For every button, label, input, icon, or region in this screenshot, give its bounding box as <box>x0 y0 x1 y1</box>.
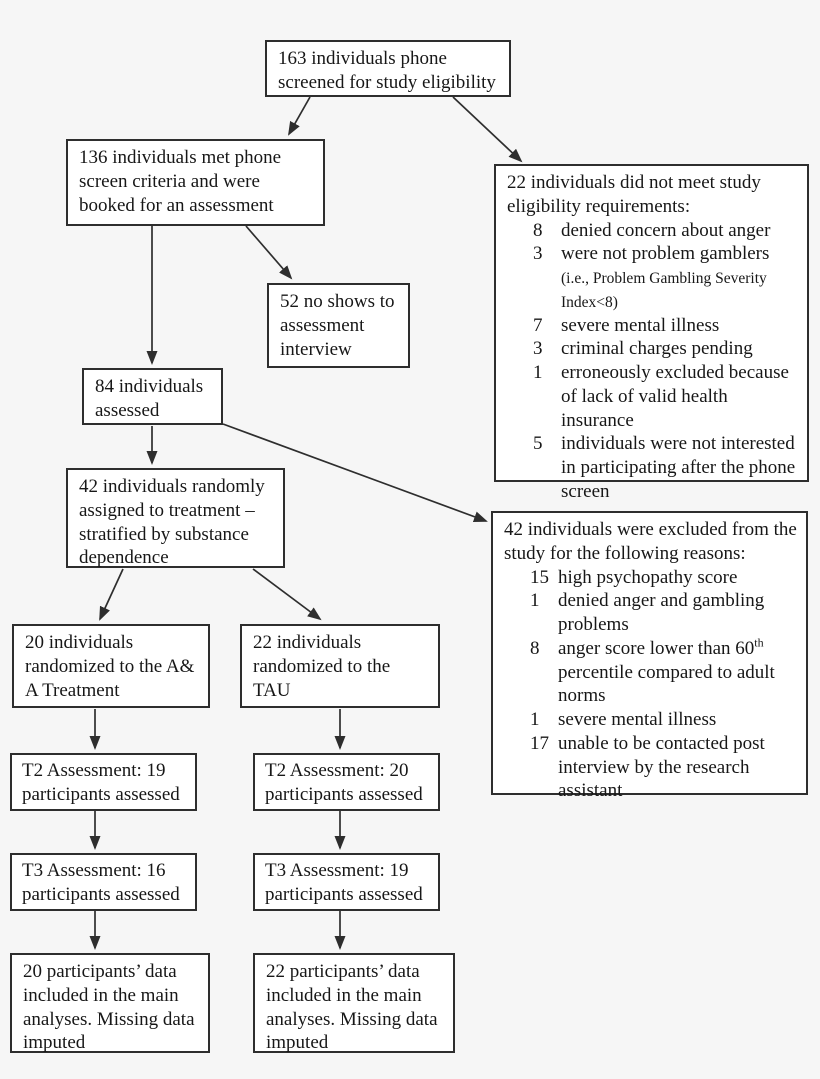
exclusion-list-item: 1 denied anger and gambling problems <box>530 589 798 637</box>
item-text: erroneously excluded because of lack of … <box>561 362 789 431</box>
box-text: 22 participants’ data included in the ma… <box>266 961 438 1054</box>
exclusion-list-item: 1 severe mental illness <box>530 708 798 732</box>
exclusion-list-item: 15 high psychopathy score <box>530 566 798 590</box>
box-text: 52 no shows to assessment interview <box>280 291 395 360</box>
arrow-randomized-to-aa <box>99 568 124 621</box>
box-text: 20 participants’ data included in the ma… <box>23 961 195 1054</box>
flow-box-t3-tau: T3 Assessment: 19 participants assessed <box>253 853 440 911</box>
flow-box-assessed: 84 individuals assessed <box>82 368 223 425</box>
exclusion-list-item: 5 individuals were not interested in par… <box>533 432 799 503</box>
box-text: 20 individuals randomized to the A& A Tr… <box>25 632 195 701</box>
box-text: 22 individuals randomized to the TAU <box>253 632 391 701</box>
ordinal-superscript: th <box>754 635 764 650</box>
exclusion-list-item: 17 unable to be contacted post interview… <box>530 732 798 803</box>
arrow-screened-to-noteligible <box>452 96 523 163</box>
arrow-met-to-noshows <box>245 225 293 280</box>
flow-box-t3-aa: T3 Assessment: 16 participants assessed <box>10 853 197 911</box>
item-count: 1 <box>530 709 540 730</box>
flow-box-randomized: 42 individuals randomly assigned to trea… <box>66 468 285 568</box>
item-text: denied concern about anger <box>561 219 771 241</box>
item-text-small: (i.e., Problem Gambling Severity Index<8… <box>561 270 767 311</box>
box-intro: 22 individuals did not meet study eligib… <box>507 172 761 217</box>
item-count: 3 <box>533 243 543 265</box>
item-text: individuals were not interested in parti… <box>561 433 796 502</box>
flow-box-met-criteria: 136 individuals met phone screen criteri… <box>66 139 325 226</box>
exclusion-list-item: 7 severe mental illness <box>533 314 799 338</box>
exclusion-list-item: 8 denied concern about anger <box>533 219 799 243</box>
item-count: 3 <box>533 338 543 360</box>
flow-box-excluded: 42 individuals were excluded from the st… <box>491 511 808 801</box>
box-text: T2 Assessment: 20 participants assessed <box>265 760 423 805</box>
box-text: 84 individuals assessed <box>95 376 204 421</box>
exclusion-list-item: 8 anger score lower than 60th percentile… <box>530 635 798 708</box>
item-count: 5 <box>533 433 543 455</box>
item-text: denied anger and gambling problems <box>558 590 765 635</box>
box-text: 136 individuals met phone screen criteri… <box>79 147 282 216</box>
arrow-randomized-to-tau <box>252 568 322 621</box>
flow-box-t2-tau: T2 Assessment: 20 participants assessed <box>253 753 440 811</box>
box-text: T3 Assessment: 19 participants assessed <box>265 860 423 905</box>
item-count: 8 <box>533 219 543 241</box>
item-count: 1 <box>530 590 540 612</box>
flow-box-no-shows: 52 no shows to assessment interview <box>267 283 410 368</box>
exclusion-list-item: 1 erroneously excluded because of lack o… <box>533 361 799 432</box>
item-text-main: were not problem gamblers <box>561 243 770 265</box>
flow-box-data-aa: 20 participants’ data included in the ma… <box>10 953 210 1053</box>
flow-box-data-tau: 22 participants’ data included in the ma… <box>253 953 455 1053</box>
box-text: T3 Assessment: 16 participants assessed <box>22 860 180 905</box>
item-text: anger score lower than 60th percentile c… <box>558 635 798 708</box>
item-count: 1 <box>533 362 543 383</box>
arrow-screened-to-met <box>288 96 311 136</box>
exclusion-list-item: 3 criminal charges pending <box>533 337 799 361</box>
flow-box-phone-screened: 163 individuals phone screened for study… <box>265 40 511 97</box>
item-text-rest: percentile compared to adult norms <box>558 661 775 707</box>
item-count: 15 <box>530 566 549 588</box>
item-count: 8 <box>530 637 540 659</box>
item-count: 17 <box>530 732 549 754</box>
item-text: severe mental illness <box>561 314 720 336</box>
flow-box-t2-aa: T2 Assessment: 19 participants assessed <box>10 753 197 811</box>
item-text: high psychopathy score <box>558 566 738 588</box>
item-count: 7 <box>533 314 543 336</box>
item-text-main: anger score lower than 60 <box>558 637 755 659</box>
box-text: 42 individuals randomly assigned to trea… <box>79 476 265 569</box>
item-text: criminal charges pending <box>561 338 753 360</box>
box-text: 163 individuals phone screened for study… <box>278 48 496 93</box>
item-text: severe mental illness <box>558 709 717 730</box>
box-intro: 42 individuals were excluded from the st… <box>504 519 797 564</box>
exclusion-list-item: 3 were not problem gamblers (i.e., Probl… <box>533 242 799 313</box>
item-text: unable to be contacted post interview by… <box>558 732 765 802</box>
item-text: were not problem gamblers (i.e., Problem… <box>561 242 799 313</box>
flow-box-aa-treatment: 20 individuals randomized to the A& A Tr… <box>12 624 210 708</box>
flow-box-not-eligible: 22 individuals did not meet study eligib… <box>494 164 809 502</box>
flow-box-tau: 22 individuals randomized to the TAU <box>240 624 440 708</box>
box-text: T2 Assessment: 19 participants assessed <box>22 760 180 805</box>
